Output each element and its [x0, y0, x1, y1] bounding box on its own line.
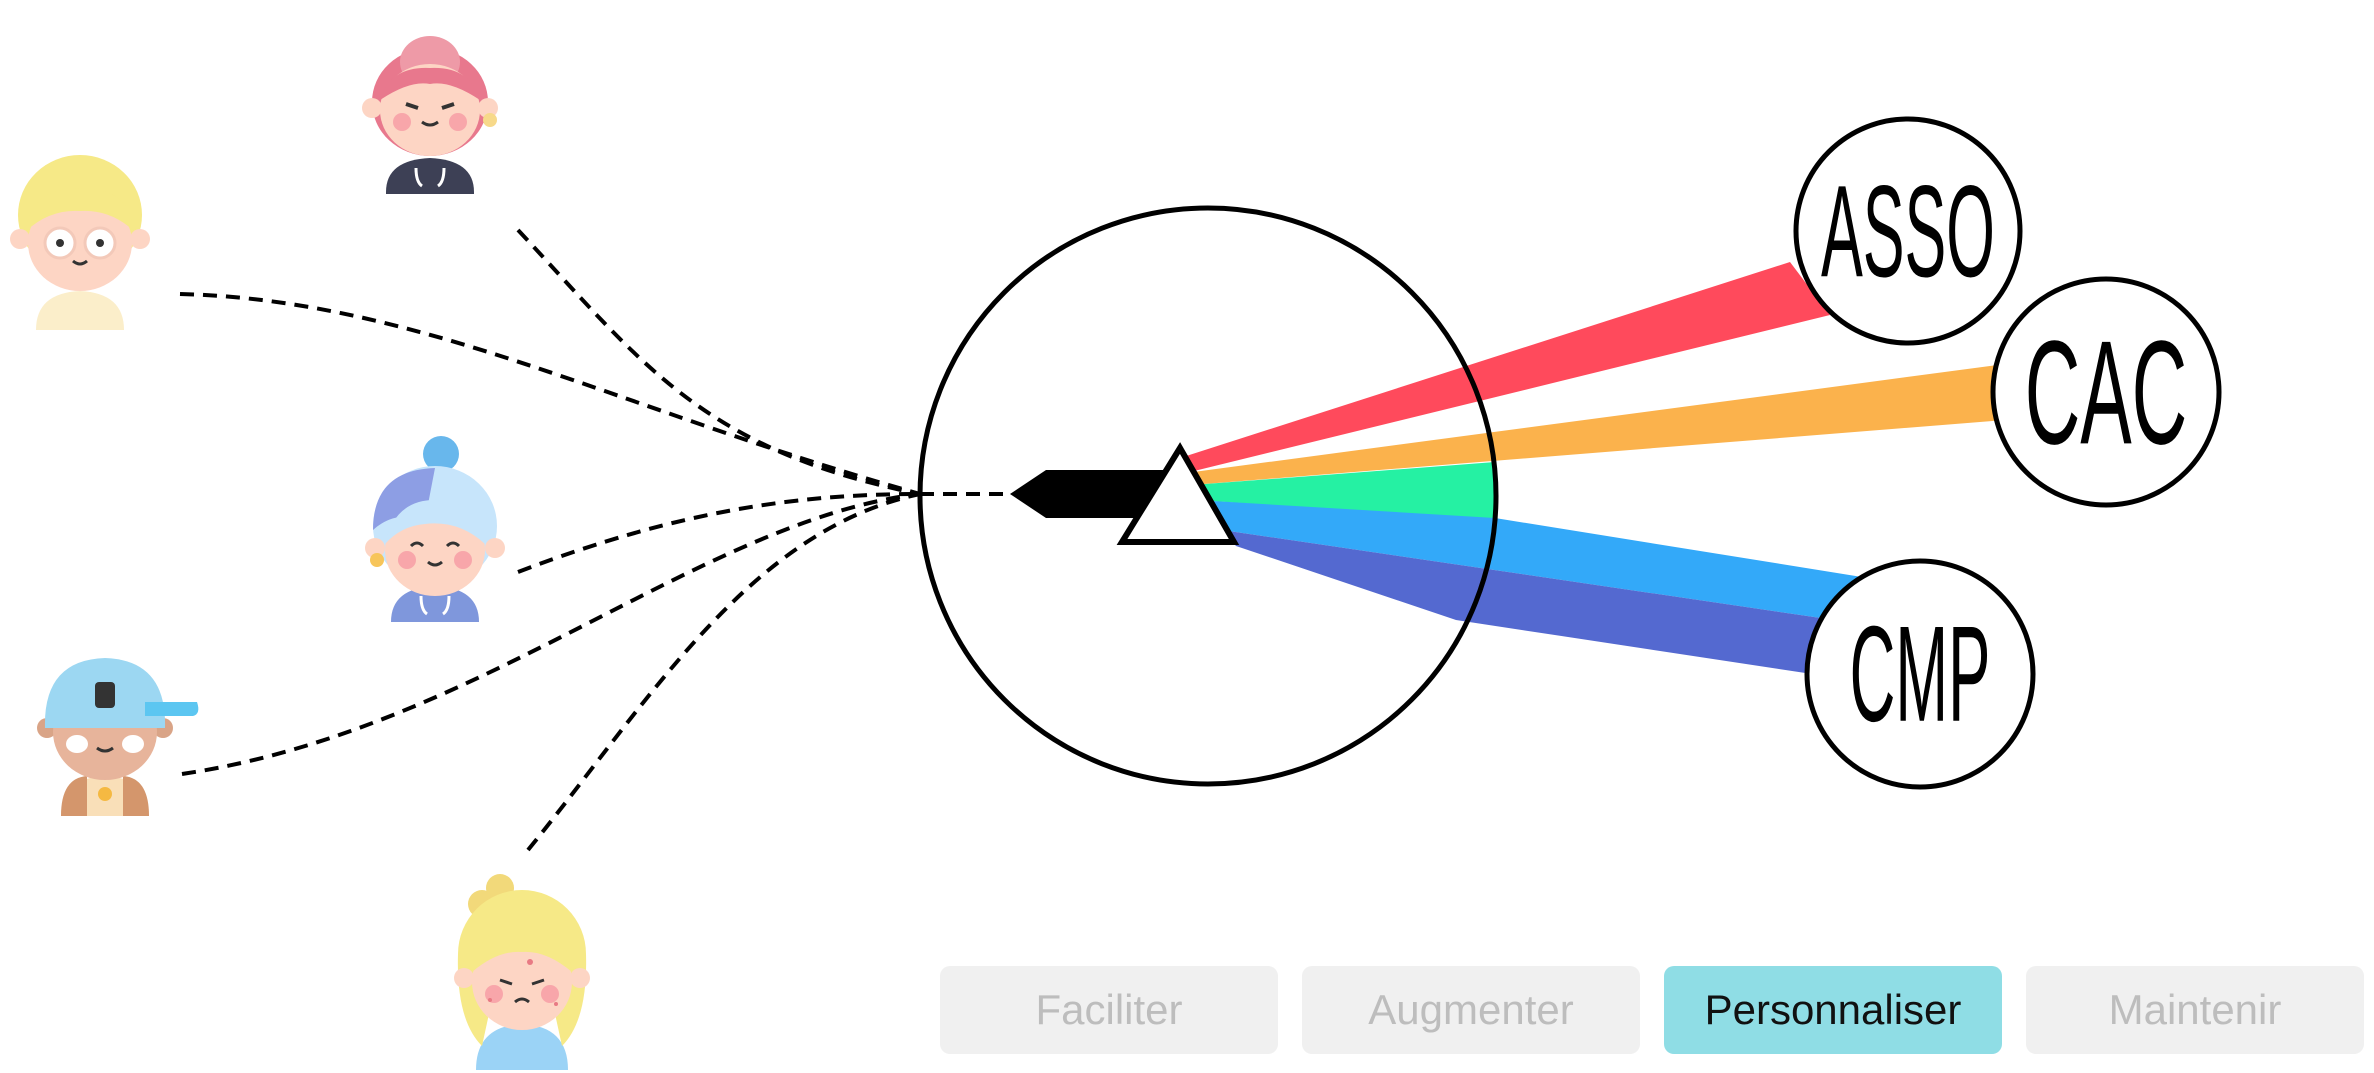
tab-faciliter[interactable]: Faciliter	[940, 966, 1278, 1054]
tab-augmenter[interactable]: Augmenter	[1302, 966, 1640, 1054]
avatar-pink-hair-icon	[362, 36, 498, 194]
node-cmp: CMP	[1804, 558, 2036, 790]
beam-green	[1192, 462, 1495, 520]
node-cmp-label: CMP	[1850, 598, 1991, 751]
dashed-line-1	[179, 292, 921, 496]
prism-circle	[917, 205, 1499, 787]
avatar-blue-hair-icon	[365, 436, 505, 622]
dashed-line-2	[516, 228, 921, 496]
beam-indigo	[1222, 530, 1855, 674]
tab-personnaliser[interactable]: Personnaliser	[1664, 966, 2002, 1054]
output-beams	[1180, 262, 2005, 674]
avatar-blue-cap-icon	[37, 658, 199, 816]
node-cmp-circle	[1804, 558, 2036, 790]
input-arrow	[1010, 470, 1170, 518]
node-cac: CAC	[1990, 276, 2222, 508]
dashed-input-lines	[179, 228, 1010, 852]
beam-blue	[1196, 500, 1868, 623]
node-cac-label: CAC	[2025, 309, 2187, 475]
node-cac-circle	[1990, 276, 2222, 508]
dashed-line-3	[517, 492, 921, 574]
avatar-blonde-curly-icon	[454, 874, 590, 1070]
dashed-line-4	[181, 492, 921, 776]
dashed-line-5	[526, 492, 921, 852]
node-asso-label: ASSO	[1821, 158, 1995, 305]
beam-orange	[1186, 364, 2005, 485]
node-asso: ASSO	[1793, 116, 2023, 346]
beam-red	[1180, 262, 1830, 473]
prism-triangle	[1116, 442, 1240, 545]
avatar-blonde-glasses-icon	[10, 155, 150, 330]
node-asso-circle	[1793, 116, 2023, 346]
tab-maintenir[interactable]: Maintenir	[2026, 966, 2364, 1054]
